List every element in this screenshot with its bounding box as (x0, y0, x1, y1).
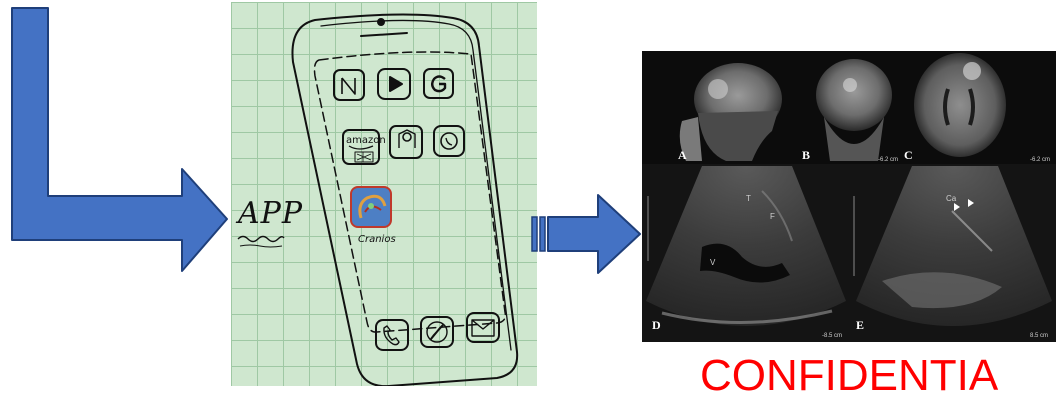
phone-sketch-drawing: amazon Cranios (231, 2, 537, 386)
cranios-label: Cranios (358, 234, 396, 245)
google-app-icon (424, 69, 453, 98)
panel-label-a: A (678, 148, 687, 162)
panel-label-b: B (802, 148, 810, 162)
scale-label-e: 8.5 cm (1030, 333, 1048, 339)
mail-app-icon (467, 313, 499, 342)
app-underline-squiggle (236, 233, 286, 249)
phone-app-icon (376, 320, 408, 350)
us-label-f: F (770, 212, 775, 221)
panel-label-e: E (856, 318, 864, 332)
cranios-app-icon (351, 187, 391, 227)
ultrasound-image-e (849, 164, 1056, 342)
right-arrow (528, 193, 646, 275)
medical-imaging-composite: A B C -6.2 cm -6.2 cm T F V D -8.5 cm Ca (642, 51, 1056, 342)
ultrasound-image-d (642, 164, 849, 342)
notion-app-icon (334, 70, 364, 100)
us-label-t: T (746, 194, 751, 203)
l-arrow-shape (12, 8, 227, 271)
amazon-label: amazon (346, 135, 386, 146)
mri-coronal-image (808, 51, 904, 164)
camera-icon (378, 19, 384, 25)
panel-label-c: C (904, 148, 913, 162)
mri-axial-image (904, 51, 1056, 164)
scale-label-d: -8.5 cm (822, 333, 842, 339)
google-maps-app-icon (390, 126, 422, 158)
confidential-watermark: CONFIDENTIA (700, 354, 998, 398)
app-label: APP (238, 196, 303, 231)
l-shaped-arrow (0, 0, 240, 280)
mri-sagittal-image (642, 51, 808, 164)
us-label-v: V (710, 258, 716, 267)
scale-label-b: -6.2 cm (878, 157, 898, 163)
whatsapp-app-icon (434, 126, 464, 156)
youtube-app-icon (378, 69, 410, 99)
safari-app-icon (421, 317, 453, 347)
us-label-ca: Ca (946, 194, 957, 203)
phone-sketch-panel: amazon Cranios (231, 2, 537, 386)
panel-label-d: D (652, 318, 661, 332)
scale-label-c: -6.2 cm (1030, 157, 1050, 163)
medical-imaging-panel: A B C -6.2 cm -6.2 cm T F V D -8.5 cm Ca (642, 51, 1056, 342)
